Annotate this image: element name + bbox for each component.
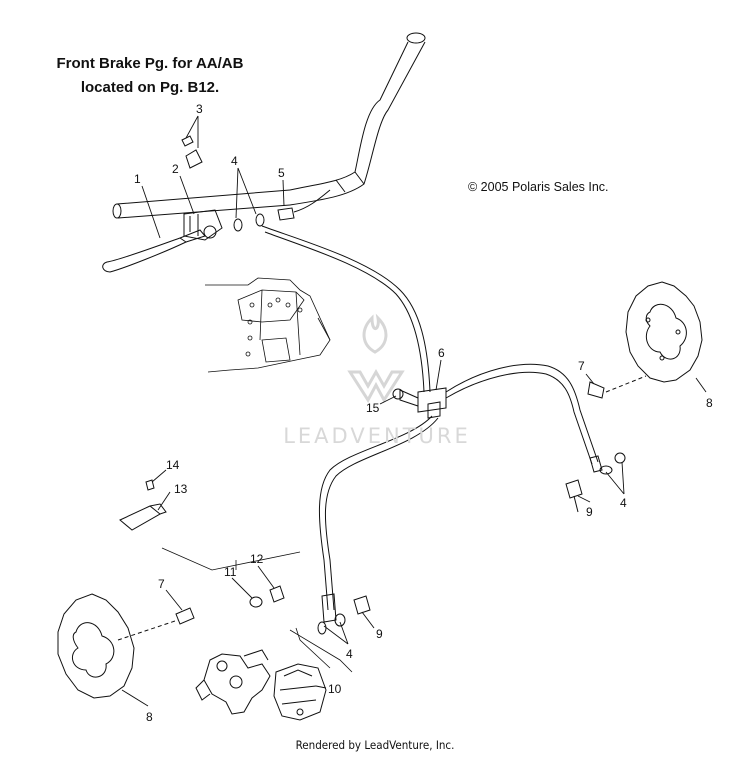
callout-4-top: 4 (231, 154, 238, 168)
callout-11: 11 (224, 565, 237, 579)
callout-8-right: 8 (706, 396, 713, 410)
brake-line-lower (318, 415, 439, 623)
lower-hardware (317, 595, 371, 635)
brake-line-right (445, 363, 603, 473)
callout-7-right: 7 (578, 359, 585, 373)
watermark-text: LEADVENTURE (283, 424, 471, 448)
callout-9-lower: 9 (376, 627, 383, 641)
brake-splitter (392, 387, 447, 419)
callout-8-left: 8 (146, 710, 153, 724)
callout-15: 15 (366, 401, 380, 415)
callout-labels: 1 2 3 4 5 6 7 8 15 9 4 14 13 7 12 11 9 4… (134, 102, 713, 724)
bolt-7-left (175, 607, 195, 625)
callout-3: 3 (196, 102, 203, 116)
watermark-logo (347, 313, 405, 403)
left-brake-disc (57, 593, 135, 699)
page-title: Front Brake Pg. for AA/AB located on Pg.… (40, 52, 260, 100)
callout-13: 13 (174, 482, 188, 496)
leader-line-7-right (605, 375, 647, 393)
callout-7-left: 7 (158, 577, 165, 591)
callout-4-right: 4 (620, 496, 627, 510)
callout-5: 5 (278, 166, 285, 180)
callout-6: 6 (438, 346, 445, 360)
callout-14: 14 (166, 458, 180, 472)
callout-2: 2 (172, 162, 179, 176)
master-cylinder (181, 135, 223, 241)
callout-9-right: 9 (586, 505, 593, 519)
spindle-hardware (249, 585, 285, 608)
callout-12: 12 (250, 552, 264, 566)
callout-1: 1 (134, 172, 141, 186)
callout-4-lower: 4 (346, 647, 353, 661)
brake-clip-bracket (119, 479, 167, 531)
brake-caliper (273, 663, 327, 721)
right-brake-disc (625, 281, 703, 383)
title-line-2: located on Pg. B12. (80, 79, 220, 96)
footer-credit: Rendered by LeadVenture, Inc. (295, 738, 455, 752)
right-hardware (565, 452, 626, 513)
callout-leaders (121, 115, 707, 707)
frame-section (205, 277, 331, 373)
title-line-1: Front Brake Pg. for AA/AB (56, 55, 244, 72)
callout-10: 10 (328, 682, 342, 696)
leader-line-7-left (117, 619, 179, 641)
brake-line-upper (261, 225, 431, 393)
steering-spindle (195, 649, 271, 715)
brake-switch (277, 189, 331, 221)
bolt-7-right (587, 381, 605, 399)
brake-lever (102, 229, 206, 273)
washers-top (233, 213, 265, 232)
copyright-notice: © 2005 Polaris Sales Inc. (468, 180, 609, 194)
reference-lines (161, 547, 353, 673)
handlebar (112, 32, 426, 219)
